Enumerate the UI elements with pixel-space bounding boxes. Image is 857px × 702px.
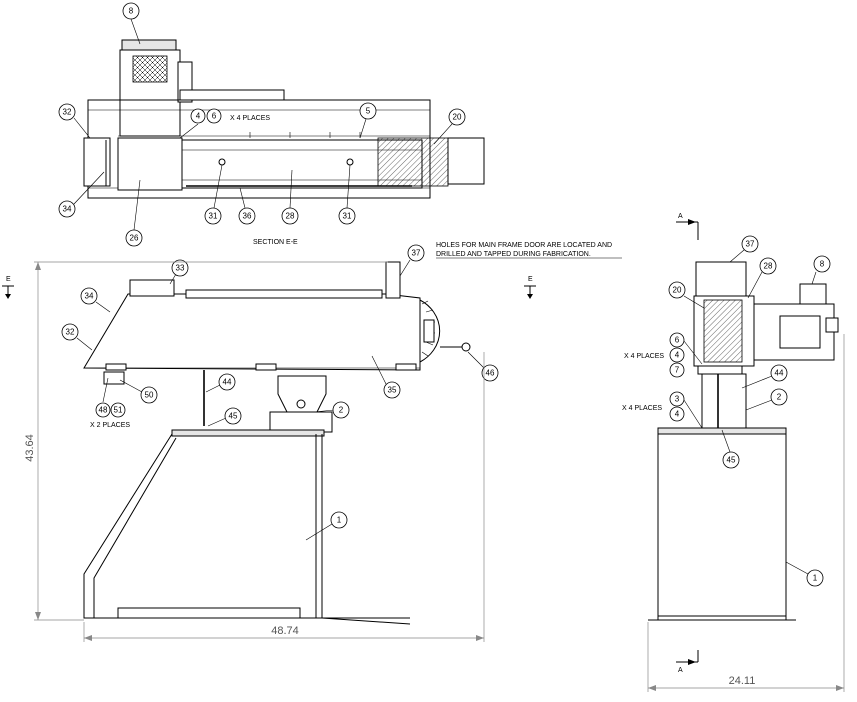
balloon-top-20: 20 — [453, 113, 462, 122]
balloon-side-7: 7 — [675, 366, 680, 375]
side-worm-gear — [703, 299, 743, 363]
side-base-top — [657, 427, 787, 435]
section-e-right: E — [528, 276, 533, 283]
balloon-top-5: 5 — [366, 107, 371, 116]
side-motor-box — [799, 283, 827, 305]
note-x4-right-b: X 4 PLACES — [622, 405, 662, 412]
side-part-37 — [695, 261, 747, 299]
worm-gear-20 — [377, 137, 449, 187]
balloon-side-3: 3 — [675, 395, 680, 404]
section-view-e-e — [83, 39, 485, 199]
section-e-left: E — [6, 276, 11, 283]
side-support — [701, 373, 747, 431]
balloon-side-45: 45 — [727, 456, 736, 465]
gear-motor-end — [447, 137, 485, 185]
motor-grille — [132, 55, 168, 83]
balloon-top-34: 34 — [63, 205, 72, 214]
main-hood — [83, 293, 421, 371]
section-label: SECTION E-E — [253, 239, 298, 246]
balloon-side-37: 37 — [746, 240, 755, 249]
gear-arc — [419, 299, 441, 363]
section-a-bottom: A — [678, 667, 683, 674]
balloon-front-51: 51 — [114, 406, 123, 415]
bracket-26 — [117, 137, 183, 191]
gear-hub — [423, 319, 435, 343]
part-50 — [103, 371, 125, 385]
note-line-1: HOLES FOR MAIN FRAME DOOR ARE LOCATED AN… — [436, 242, 612, 249]
dimensions-front: 43.64 48.74 — [24, 261, 485, 642]
balloon-top-32: 32 — [63, 108, 72, 117]
dimension-width-side: 24.11 — [729, 675, 756, 687]
section-a-top: A — [678, 213, 683, 220]
balloons-top: 8 32 4 6 5 20 34 26 31 36 28 31 — [58, 2, 466, 247]
balloon-front-44: 44 — [223, 378, 232, 387]
balloon-top-31a: 31 — [209, 212, 218, 221]
balloon-top-8: 8 — [129, 7, 134, 16]
note-line-2: DRILLED AND TAPPED DURING FABRICATION. — [436, 251, 591, 258]
balloon-top-6: 6 — [212, 112, 217, 121]
balloon-side-28: 28 — [764, 262, 773, 271]
balloon-side-20: 20 — [673, 286, 682, 295]
balloon-front-2: 2 — [339, 406, 344, 415]
part-37 — [385, 261, 401, 299]
dimension-width-front: 48.74 — [271, 625, 299, 637]
note-x4-right-a: X 4 PLACES — [624, 353, 664, 360]
balloon-side-6: 6 — [675, 336, 680, 345]
balloon-side-44: 44 — [775, 369, 784, 378]
balloon-top-4: 4 — [196, 112, 201, 121]
base-bottom-slot — [117, 607, 301, 619]
motor-mount-plate — [179, 89, 285, 101]
section-mark-a: A A — [676, 213, 699, 674]
side-view — [648, 261, 839, 621]
balloons-front: 37 33 34 32 44 35 46 50 48 51 45 2 1 — [61, 244, 499, 541]
top-rail — [185, 289, 383, 299]
balloon-front-45: 45 — [229, 412, 238, 421]
part-46 — [461, 342, 471, 352]
base-slope — [83, 433, 177, 619]
balloon-side-8: 8 — [820, 260, 825, 269]
balloon-front-32: 32 — [66, 328, 75, 337]
section-mark-e: E E — [2, 276, 536, 299]
balloon-front-1: 1 — [337, 516, 342, 525]
dimensions-side: 24.11 — [647, 334, 845, 692]
balloon-side-2: 2 — [777, 393, 782, 402]
balloon-front-34: 34 — [85, 292, 94, 301]
dimension-height: 43.64 — [24, 434, 36, 462]
part-33 — [129, 279, 175, 297]
balloon-side-1: 1 — [813, 574, 818, 583]
balloon-front-33: 33 — [176, 264, 185, 273]
balloons-side: 37 28 8 20 6 4 7 44 3 4 2 45 1 — [668, 235, 831, 587]
balloon-top-28: 28 — [286, 212, 295, 221]
note-x4-top: X 4 PLACES — [230, 115, 270, 122]
balloon-front-35: 35 — [388, 386, 397, 395]
front-view — [83, 261, 471, 625]
balloon-front-50: 50 — [145, 391, 154, 400]
note-x2-left: X 2 PLACES — [90, 422, 130, 429]
balloon-front-48: 48 — [99, 406, 108, 415]
base-top-plate — [171, 429, 325, 437]
balloon-front-46: 46 — [486, 369, 495, 378]
balloon-side-4a: 4 — [675, 351, 680, 360]
balloon-top-36: 36 — [243, 212, 252, 221]
balloon-side-4b: 4 — [675, 410, 680, 419]
side-base-cabinet — [657, 433, 787, 617]
balloon-top-31b: 31 — [343, 212, 352, 221]
balloon-top-26: 26 — [130, 234, 139, 243]
balloon-front-37: 37 — [412, 249, 421, 258]
